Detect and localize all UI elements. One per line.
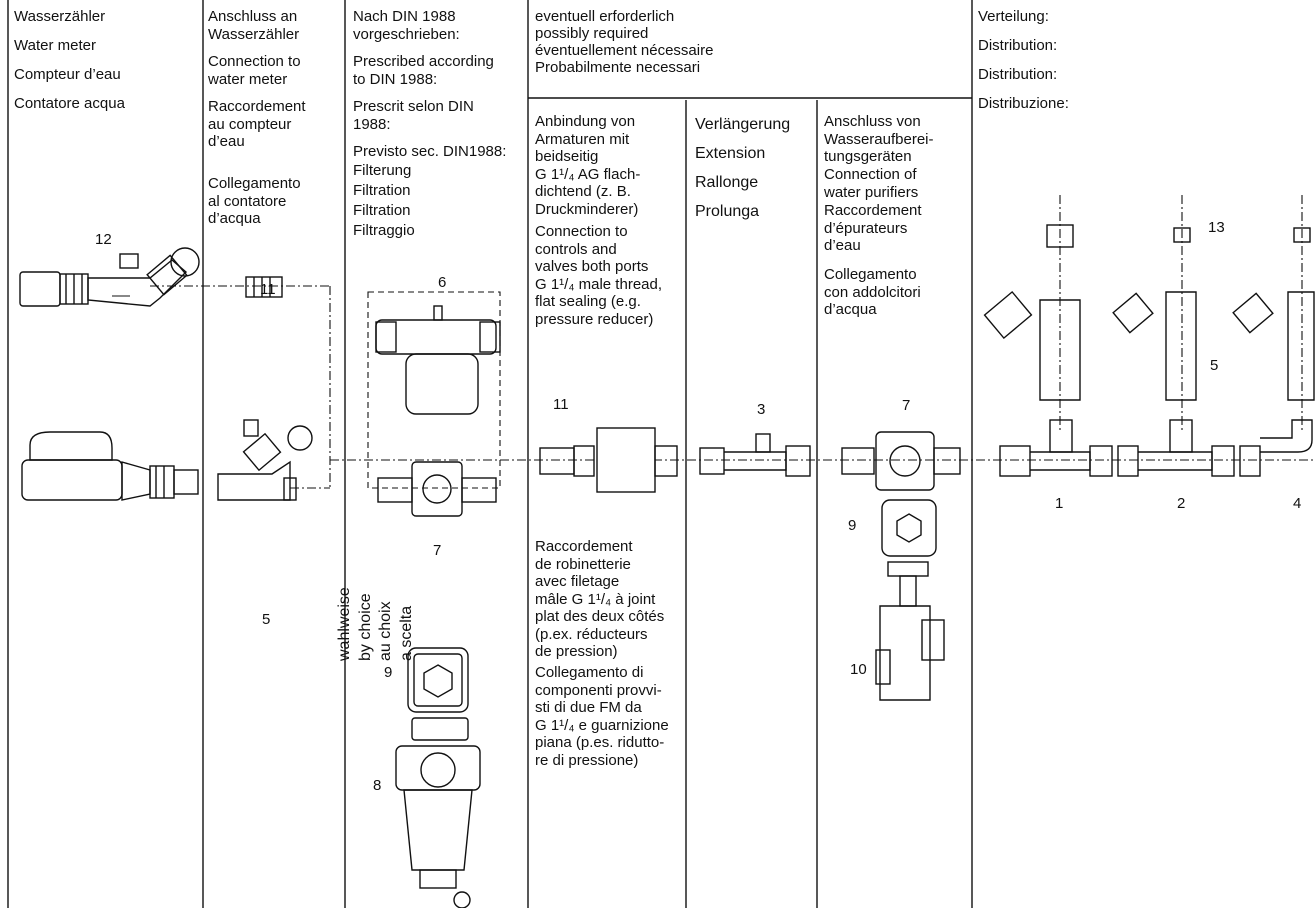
water-meter-drawing	[21, 431, 199, 501]
col3-text-en: Prescribed according to DIN 1988:	[353, 53, 494, 88]
part-12-drawing	[19, 247, 200, 307]
part-number-5b: 5	[1210, 357, 1219, 374]
part-5-drawing	[217, 419, 313, 501]
col3-text-fr: Prescrit selon DIN 1988:	[353, 98, 474, 133]
part-7a-drawing	[377, 461, 497, 517]
part-8-drawing	[395, 717, 481, 908]
col2-text-it: Collegamento al contatore d’acqua	[208, 175, 301, 227]
col3-sub-de: Filterung	[353, 162, 412, 179]
col3-text-it: Previsto sec. DIN1988:	[353, 143, 507, 160]
optional-label-text: wahlweise by choice au choix a scelta	[336, 587, 415, 661]
col4a-text-de: Anbindung von Armaturen mit beidseitig G…	[535, 113, 641, 218]
col4c-text-fr: Raccordement d’épurateurs d’eau	[824, 202, 922, 254]
part-13-drawing	[1046, 224, 1311, 248]
col2-text-en: Connection to water meter	[208, 53, 301, 88]
distribution-valve-drawing	[983, 290, 1315, 401]
col2-text-de: Anschluss an Wasserzähler	[208, 8, 300, 43]
part-3-drawing	[699, 433, 811, 477]
col4a-text-fr: Raccordement de robinetterie avec fileta…	[535, 538, 665, 660]
part-number-9: 9	[384, 664, 393, 681]
col4-header-it: Probabilmente necessari	[535, 59, 701, 76]
part-4-drawing	[1239, 419, 1313, 477]
col4a-text-en: Connection to controls and valves both p…	[535, 223, 663, 328]
col4-header-fr: éventuellement nécessaire	[535, 42, 714, 59]
col5-text-fr: Distribution:	[978, 66, 1058, 83]
part-10-drawing	[875, 561, 945, 701]
part-number-1: 1	[1055, 495, 1064, 512]
col1-text-it: Contatore acqua	[14, 95, 125, 112]
part-9a-drawing	[407, 647, 469, 713]
col3-text-de: Nach DIN 1988 vorgeschrieben:	[353, 8, 460, 43]
part-number-7b: 7	[902, 397, 911, 414]
part-number-8: 8	[373, 777, 382, 794]
col2-text-fr: Raccordement au compteur d’eau	[208, 98, 306, 150]
part-number-7: 7	[433, 542, 442, 559]
part-number-13: 13	[1208, 219, 1225, 236]
col4b-text-fr: Rallonge	[695, 174, 759, 191]
col4-header-de: eventuell erforderlich	[535, 8, 675, 25]
part-6-drawing	[375, 305, 501, 415]
part-number-11: 11	[260, 281, 276, 298]
part-number-5: 5	[262, 611, 271, 628]
part-number-2: 2	[1177, 495, 1186, 512]
part-7b-drawing	[841, 431, 961, 491]
part-number-9b: 9	[848, 517, 857, 534]
part-number-11b: 11	[553, 396, 569, 413]
part-number-6: 6	[438, 274, 447, 291]
col1-text-en: Water meter	[14, 37, 96, 54]
col4b-text-en: Extension	[695, 145, 766, 162]
col3-sub-it: Filtraggio	[353, 222, 415, 239]
part-9b-drawing	[881, 499, 937, 557]
col4b-text-it: Prolunga	[695, 203, 760, 220]
col3-sub-fr: Filtration	[353, 202, 411, 219]
col1-text-fr: Compteur d’eau	[14, 66, 121, 83]
part-2-drawing	[1117, 419, 1235, 477]
part-number-3: 3	[757, 401, 766, 418]
col4-header-en: possibly required	[535, 25, 649, 42]
col4c-text-de: Anschluss von Wasseraufberei- tungsgerät…	[824, 113, 934, 165]
col3-sub-en: Filtration	[353, 182, 411, 199]
col4a-text-it: Collegamento di componenti provvi- sti d…	[535, 664, 669, 769]
part-1-drawing	[999, 419, 1113, 477]
part-11b-drawing	[539, 427, 678, 493]
col4c-text-en: Connection of water purifiers	[824, 166, 919, 201]
part-number-4: 4	[1293, 495, 1302, 512]
col5-text-it: Distribuzione:	[978, 95, 1069, 112]
col1-text-de: Wasserzähler	[14, 8, 106, 25]
col4c-text-it: Collegamento con addolcitori d’acqua	[824, 266, 921, 318]
col5-text-de: Verteilung:	[978, 8, 1049, 25]
part-11-drawing	[245, 276, 283, 298]
part-number-12: 12	[95, 231, 112, 248]
part-number-10: 10	[850, 661, 867, 678]
col5-text-en: Distribution:	[978, 37, 1058, 54]
col4b-text-de: Verlängerung	[695, 116, 791, 133]
